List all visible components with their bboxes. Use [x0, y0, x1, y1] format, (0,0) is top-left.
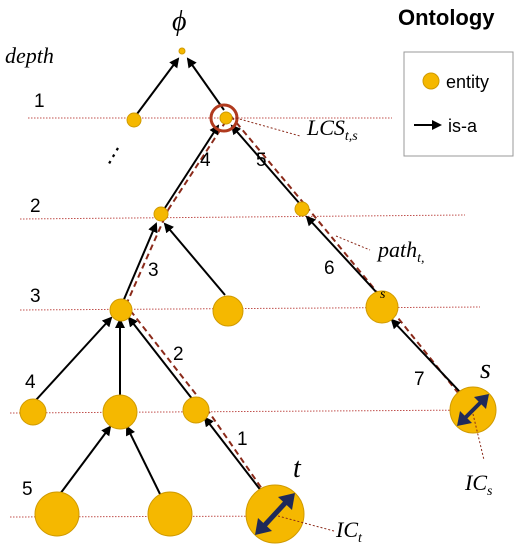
is-a-edges — [35, 57, 461, 495]
legend-box — [403, 51, 514, 157]
depth-4: 4 — [25, 372, 36, 393]
legend-entity-icon — [422, 72, 440, 90]
edge-numbers: 1 2 3 4 5 6 7 — [148, 150, 425, 450]
entity-node — [182, 396, 210, 424]
edge — [59, 425, 112, 495]
edge-number-4: 4 — [200, 150, 211, 171]
entity-node — [365, 290, 399, 324]
edge — [186, 57, 225, 111]
node-s-label: s — [480, 354, 491, 385]
root-label: ϕ — [172, 6, 187, 37]
entity-node — [19, 398, 47, 426]
depth-3: 3 — [30, 286, 41, 307]
node-t-label: t — [293, 453, 302, 484]
legend: entity is-a — [403, 51, 514, 157]
edge — [126, 425, 161, 495]
lcs-node — [219, 111, 233, 125]
edge-number-2: 2 — [173, 344, 184, 365]
depth-lines — [9, 117, 481, 518]
entity-nodes — [19, 47, 497, 544]
edge — [35, 316, 113, 401]
edge-number-1: 1 — [237, 429, 248, 450]
edge-number-5: 5 — [256, 150, 267, 171]
edge — [390, 318, 461, 393]
entity-node — [212, 295, 244, 327]
diagram-title: Ontology — [398, 5, 495, 30]
level-line-4 — [9, 409, 481, 414]
depth-label: depth — [5, 43, 54, 68]
entity-node — [153, 206, 169, 222]
edge — [230, 124, 301, 205]
ic-s-arrow — [457, 394, 489, 426]
entity-node — [102, 394, 138, 430]
root-node — [178, 47, 186, 55]
ic-t-label: ICt — [335, 517, 363, 546]
depth-numbers: 1 2 3 4 5 — [22, 91, 45, 500]
legend-isa-label: is-a — [448, 116, 478, 136]
edge — [163, 222, 226, 296]
edge — [133, 57, 180, 119]
ic-s-label: ICs — [464, 470, 493, 499]
entity-node — [109, 298, 133, 322]
edge-number-3: 3 — [148, 260, 159, 281]
entity-node — [147, 491, 193, 537]
entity-node — [294, 201, 310, 217]
depth-2: 2 — [30, 196, 41, 217]
edge — [305, 215, 379, 295]
edge-number-6: 6 — [324, 258, 335, 279]
ic-t-arrow — [255, 493, 295, 535]
entity-node — [126, 112, 142, 128]
lcs-label: LCSt,s — [306, 115, 358, 144]
path-label-tail: s — [380, 287, 386, 302]
depth-1: 1 — [34, 91, 45, 112]
edge — [203, 416, 263, 493]
depth-5: 5 — [22, 479, 33, 500]
edge — [127, 316, 194, 401]
edge — [121, 222, 158, 305]
path-label: patht, — [376, 237, 425, 266]
level-line-2 — [19, 214, 466, 220]
legend-entity-label: entity — [446, 72, 489, 92]
ellipsis-dots: ⋮ — [98, 139, 130, 172]
edge — [160, 124, 220, 215]
entity-node — [34, 491, 80, 537]
level-line-3 — [19, 306, 481, 311]
leader-lines — [235, 117, 485, 532]
edge-number-7: 7 — [414, 369, 425, 390]
